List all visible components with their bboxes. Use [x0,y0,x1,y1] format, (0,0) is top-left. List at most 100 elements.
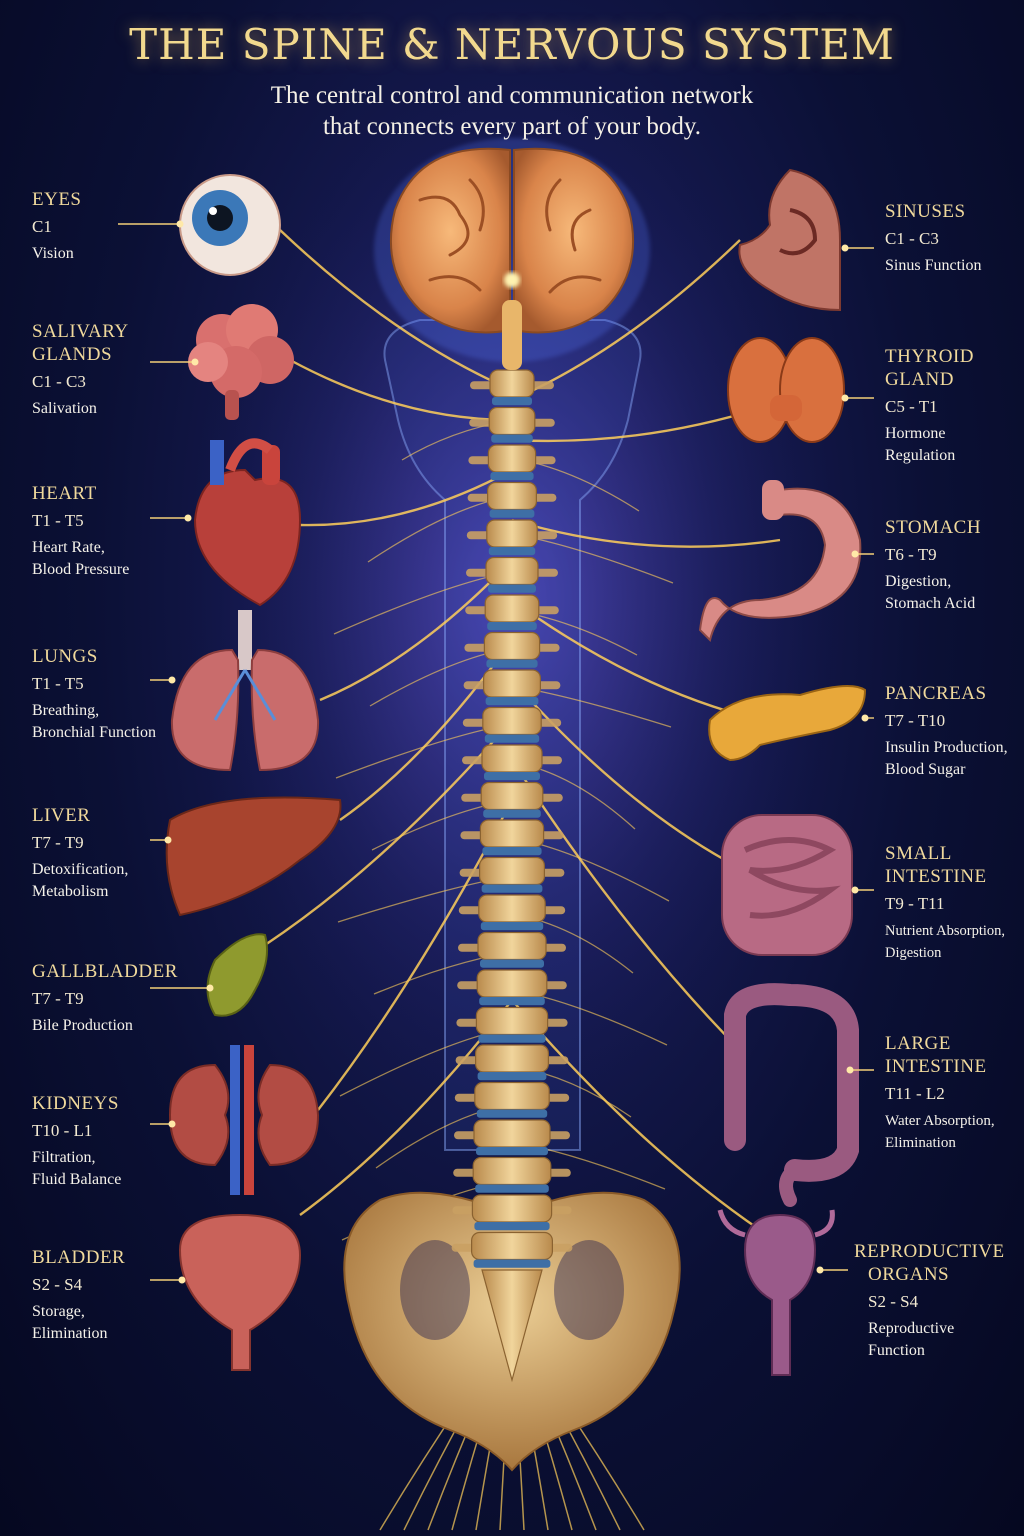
connector-dot [816,1266,824,1274]
vertebra [482,706,542,736]
organ-function: Insulin Production,Blood Sugar [885,739,1008,778]
vertebra [473,1119,551,1148]
organ-function: Filtration,Fluid Balance [32,1149,122,1188]
organ-function: Vision [32,245,74,262]
organ-name: LIVER [32,805,91,826]
label-liver: LIVER T7 - T9 Detoxification,Metabolism [32,804,128,903]
organ-function: Nutrient Absorption,Digestion [885,923,1006,961]
vertebra [479,856,546,886]
intervertebral-disc [488,547,536,556]
spinal-level: T11 - L2 [885,1084,945,1103]
label-connectors [118,220,874,1284]
organ-name: GALLBLADDER [32,961,178,982]
organ-name: THYROID [885,346,974,367]
subtitle-line-2: that connects every part of your body. [322,113,702,140]
gallbladder-illustration [206,933,268,1017]
small-intestine-illustration [721,814,853,956]
connector-dot [206,984,214,992]
connector-dot [851,886,859,894]
connector-dot [191,358,199,366]
heart-illustration [193,438,302,607]
vertebra [472,1156,552,1186]
intervertebral-disc [474,1222,550,1231]
label-small-intestine: SMALL INTESTINE T9 - T11 Nutrient Absorp… [885,842,1005,964]
spinal-level: T1 - T5 [32,511,84,530]
organ-name: LUNGS [32,646,98,667]
connector-dot [168,1120,176,1128]
organ-name: EYES [32,189,82,210]
organ-name: REPRODUCTIVE [854,1241,1005,1262]
organ-function: Heart Rate,Blood Pressure [32,539,130,578]
nerve-fiber [511,518,781,548]
intervertebral-disc [492,397,532,406]
vertebra [488,406,536,436]
sacrum [481,1269,543,1383]
reproductive-organs-illustration [717,1209,835,1376]
bladder-illustration [178,1213,302,1371]
vertebra [487,481,538,511]
nerve-fiber [319,559,513,702]
nerve-fiber [279,229,513,392]
label-stomach: STOMACH T6 - T9 Digestion,Stomach Acid [885,516,981,615]
label-kidneys: KIDNEYS T10 - L1 Filtration,Fluid Balanc… [32,1092,121,1191]
organ-name-line-2: ORGANS [868,1264,950,1285]
vertebra [471,1231,554,1261]
intervertebral-disc [488,584,536,593]
intervertebral-disc [479,997,545,1006]
page-subtitle: The central control and communication ne… [150,80,874,142]
label-reproductive-organs: REPRODUCTIVE ORGANS S2 - S4 Reproductive… [854,1240,1005,1362]
organ-function: Bile Production [32,1017,133,1034]
organ-name: KIDNEYS [32,1093,119,1114]
stomach-illustration [698,480,862,642]
intervertebral-disc [473,1259,551,1268]
kidneys-illustration [168,1045,320,1195]
intervertebral-disc [480,922,544,931]
intervertebral-disc [475,1184,549,1193]
vertebra [485,556,539,586]
intervertebral-disc [477,1072,547,1081]
intervertebral-disc [478,1034,546,1043]
organ-function: Sinus Function [885,257,982,274]
spinal-level: T1 - T5 [32,674,84,693]
spinal-level: C5 - T1 [885,397,938,416]
organ-name: SALIVARY [32,321,129,342]
organ-name: STOMACH [885,517,982,538]
label-lungs: LUNGS T1 - T5 Breathing,Bronchial Functi… [32,645,156,744]
spinal-level: T9 - T11 [885,894,945,913]
lungs-illustration [170,610,320,772]
large-intestine-illustration [724,983,859,1207]
connector-dot [164,836,172,844]
subtitle-line-1: The central control and communication ne… [270,82,754,109]
connector-dot [851,550,859,558]
connector-dot [176,220,184,228]
intervertebral-disc [480,959,544,968]
spinal-level: T6 - T9 [885,545,937,564]
intervertebral-disc [484,734,540,743]
label-salivary-glands: SALIVARY GLANDS C1 - C3 Salivation [32,320,129,420]
liver-illustration [165,796,342,917]
intervertebral-disc [487,622,537,631]
salivary-glands-illustration [188,304,294,420]
vertebra [489,369,535,398]
intervertebral-disc [476,1109,548,1118]
organ-name: SINUSES [885,201,966,222]
spinal-level: S2 - S4 [32,1275,83,1294]
spinal-level: C1 - C3 [32,372,86,391]
spinal-level: T7 - T9 [32,989,84,1008]
spinal-level: T10 - L1 [32,1121,93,1140]
vertebra [483,631,541,661]
organ-name: LARGE [885,1033,951,1054]
vertebra [475,1044,550,1073]
vertebra [475,1006,549,1036]
organ-name: BLADDER [32,1247,126,1268]
vertebra [483,669,542,698]
vertebra [481,744,543,773]
connector-dot [168,676,176,684]
intervertebral-disc [481,884,543,893]
intervertebral-disc [482,847,542,856]
connector-dot [841,244,849,252]
